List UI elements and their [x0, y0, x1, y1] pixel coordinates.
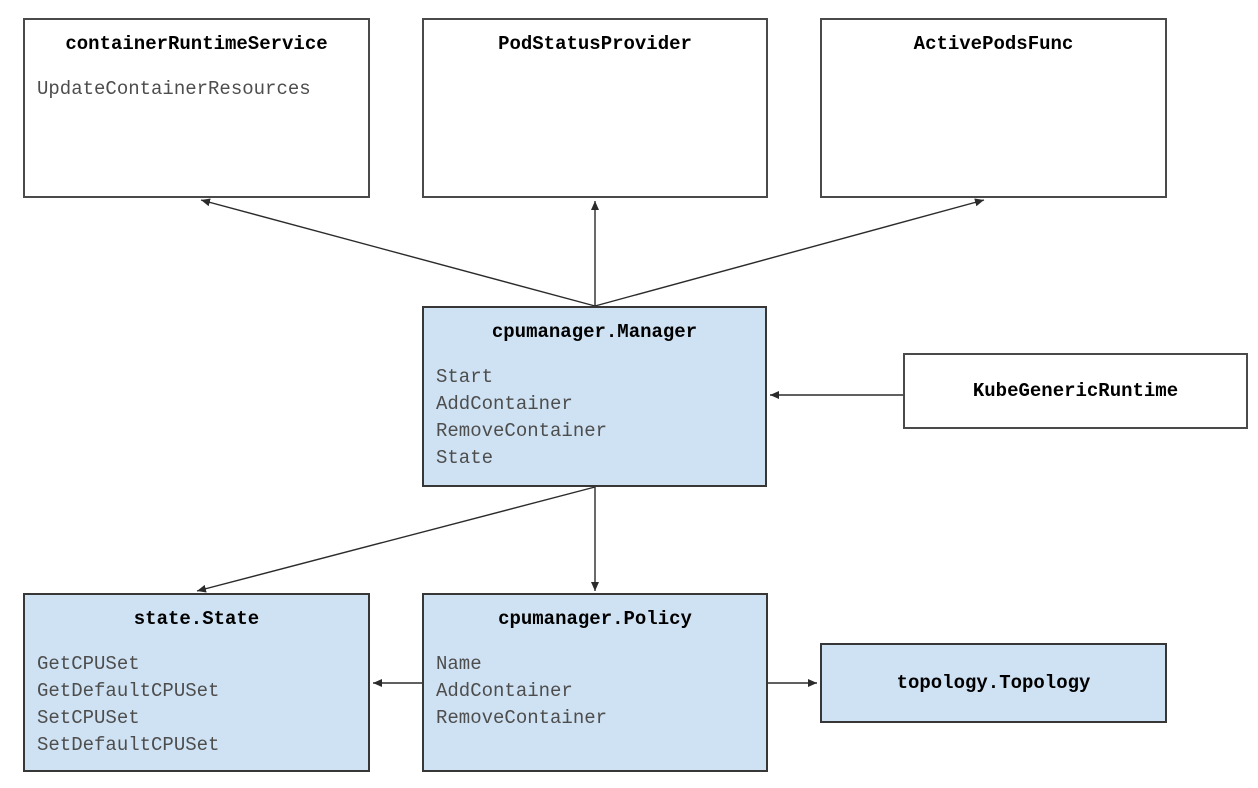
method-label: State	[436, 447, 494, 469]
node-title: KubeGenericRuntime	[972, 380, 1179, 402]
node-state-state: state.State GetCPUSet GetDefaultCPUSet S…	[23, 593, 370, 772]
node-title: ActivePodsFunc	[913, 33, 1074, 55]
node-title: state.State	[133, 608, 260, 630]
method-label: AddContainer	[436, 680, 573, 702]
node-pod-status-provider: PodStatusProvider	[422, 18, 768, 198]
node-title: cpumanager.Policy	[498, 608, 692, 630]
method-label: AddContainer	[436, 393, 573, 415]
edge-cpumanager.Manager-to-containerRuntimeService	[200, 198, 596, 307]
node-title: containerRuntimeService	[65, 33, 328, 55]
method-label: UpdateContainerResources	[37, 78, 311, 100]
method-label: Name	[436, 653, 482, 675]
method-label: RemoveContainer	[436, 707, 608, 729]
node-kube-generic-runtime: KubeGenericRuntime	[903, 353, 1248, 429]
node-active-pods-func: ActivePodsFunc	[820, 18, 1167, 198]
method-label: SetDefaultCPUSet	[37, 734, 220, 756]
node-cpumanager-manager: cpumanager.Manager Start AddContainer Re…	[422, 306, 767, 487]
node-method-list: Name AddContainer RemoveContainer	[424, 630, 766, 732]
node-topology-topology: topology.Topology	[820, 643, 1167, 723]
edge-cpumanager.Manager-to-ActivePodsFunc	[594, 198, 985, 307]
method-label: RemoveContainer	[436, 420, 608, 442]
method-label: SetCPUSet	[37, 707, 140, 729]
node-title: cpumanager.Manager	[491, 321, 698, 343]
method-label: GetCPUSet	[37, 653, 140, 675]
node-method-list: UpdateContainerResources	[25, 55, 368, 103]
node-cpumanager-policy: cpumanager.Policy Name AddContainer Remo…	[422, 593, 768, 772]
node-title: topology.Topology	[896, 672, 1091, 694]
method-label: Start	[436, 366, 494, 388]
edge-cpumanager.Manager-to-state.State	[196, 486, 596, 593]
method-label: GetDefaultCPUSet	[37, 680, 220, 702]
node-title: PodStatusProvider	[498, 33, 692, 55]
node-container-runtime-service: containerRuntimeService UpdateContainerR…	[23, 18, 370, 198]
node-method-list: GetCPUSet GetDefaultCPUSet SetCPUSet Set…	[25, 630, 368, 759]
node-method-list: Start AddContainer RemoveContainer State	[424, 343, 765, 472]
